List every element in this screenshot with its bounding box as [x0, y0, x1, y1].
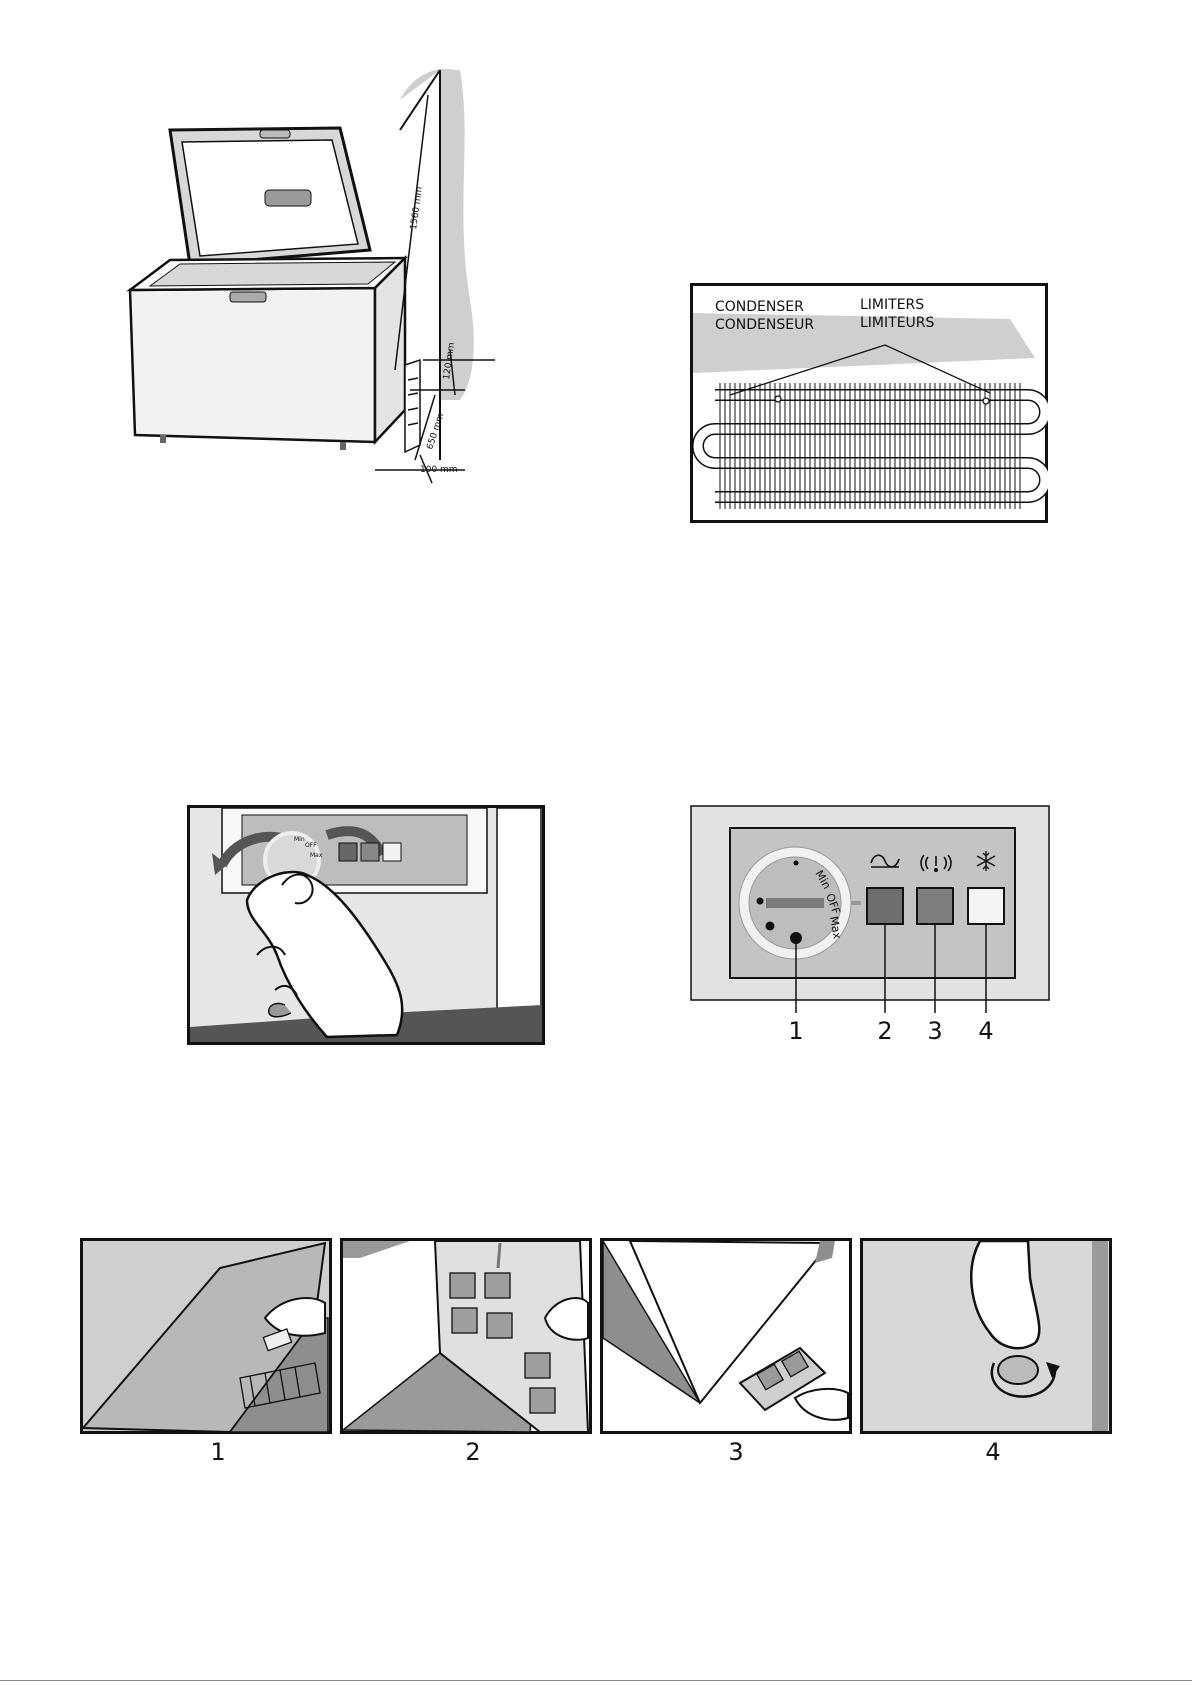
- dial-slot: [766, 898, 824, 908]
- step-1-panel: [80, 1238, 332, 1434]
- step-3-panel: [600, 1238, 852, 1434]
- lid-handle: [265, 190, 311, 206]
- limiters-label-en: LIMITERS: [860, 297, 924, 313]
- step-2-panel: [340, 1238, 592, 1434]
- control-panel-figure: Min OFF Max: [690, 805, 1052, 1055]
- callout-2: 2: [877, 1017, 892, 1045]
- dial-mark-max: Max: [310, 852, 323, 859]
- step-4-panel: [860, 1238, 1112, 1434]
- indicator-alarm: [361, 843, 379, 861]
- step-number-3: 3: [716, 1438, 756, 1466]
- indicator-superfreeze: [383, 843, 401, 861]
- dial-mark-off: OFF: [305, 842, 317, 849]
- freezer-body: [130, 288, 375, 442]
- condenser-label-en: CONDENSER: [715, 299, 804, 315]
- limiters-label-fr: LIMITEURS: [860, 315, 935, 331]
- dimension-height-label: 1560 mm: [409, 186, 425, 230]
- callout-1: 1: [788, 1017, 803, 1045]
- step-number-1: 1: [198, 1438, 238, 1466]
- dial-hand-figure: Min OFF Max: [187, 805, 545, 1045]
- indicator-power: [867, 888, 903, 924]
- indicator-superfreeze: [968, 888, 1004, 924]
- step-number-2: 2: [453, 1438, 493, 1466]
- indicator-power: [339, 843, 357, 861]
- freezer-dimensions-figure: 1560 mm 120 mm 650 mm 100 mm: [110, 60, 510, 520]
- page-bottom-rule: [0, 1680, 1192, 1681]
- callout-4: 4: [978, 1017, 993, 1045]
- indicator-alarm: [917, 888, 953, 924]
- condenser-label-fr: CONDENSEUR: [715, 317, 814, 333]
- condenser-figure: CONDENSER CONDENSEUR LIMITERS LIMITEURS: [690, 283, 1048, 523]
- dimension-back-gap-label: 100 mm: [420, 465, 458, 475]
- dial-mark-min: Min: [294, 836, 305, 843]
- callout-3: 3: [927, 1017, 942, 1045]
- steps-strip: 1 2 3 4: [78, 1238, 1114, 1468]
- step-number-4: 4: [973, 1438, 1013, 1466]
